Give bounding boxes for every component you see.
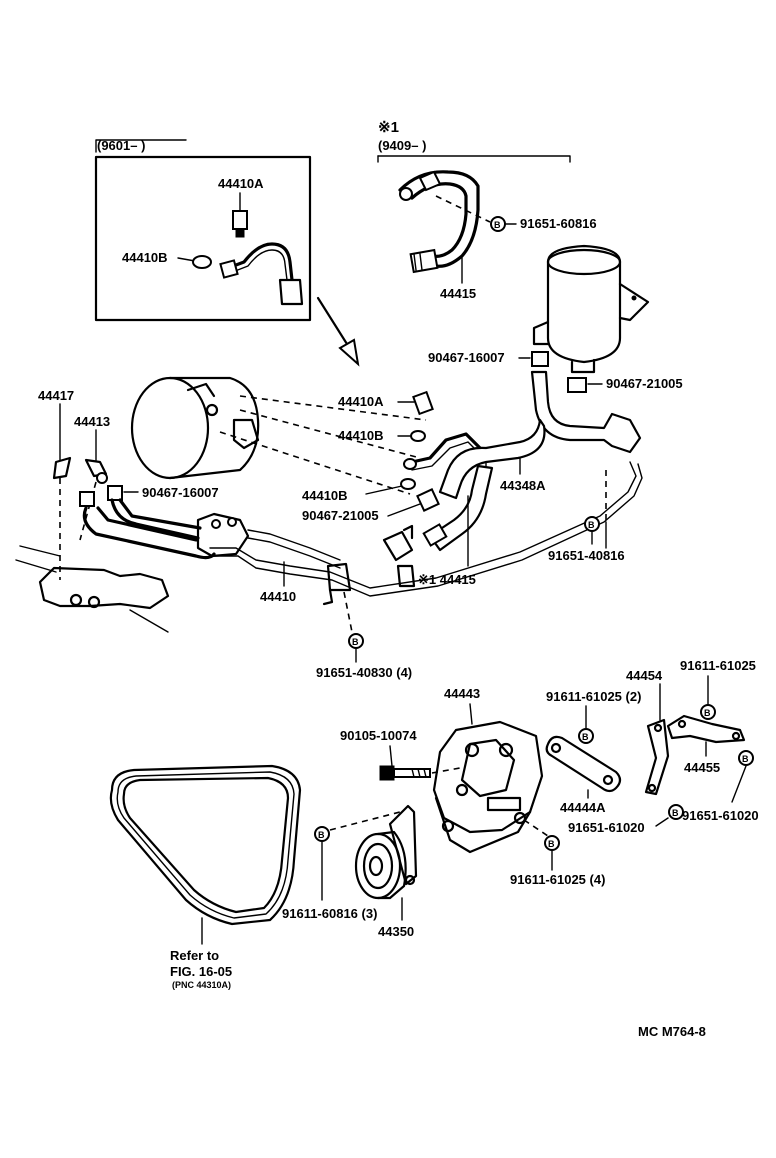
label-44410a-main: 44410A (338, 394, 384, 409)
pressure-tube-44410 (196, 461, 643, 597)
bolt-mark-91611-61025-a: B (700, 704, 716, 720)
clamp-90467-16007-top (531, 351, 549, 367)
label-44350: 44350 (378, 924, 414, 939)
refer-line2: FIG. 16-05 (170, 964, 232, 979)
inset-box: (9601– ) 44410A 44410B (94, 138, 360, 367)
adjusting-link-44444a (545, 735, 622, 793)
marker1-symbol: ※1 (378, 119, 399, 136)
svg-text:B: B (672, 808, 679, 818)
label-44444a: 44444A (560, 800, 606, 815)
bolt-mark-91611-60816: B (314, 826, 330, 842)
bolt-mark-91611-61025-c: B (544, 835, 560, 851)
label-91611-61025-c: 91611-61025 (4) (510, 872, 605, 887)
reservoir (532, 244, 650, 374)
inset-label-44410b: 44410B (122, 250, 168, 265)
label-44410b-main-b: 44410B (302, 488, 348, 503)
marker1-date-range: (9409– ) (378, 138, 426, 153)
svg-text:B: B (582, 732, 589, 742)
clamp-90467-16007-left-a (79, 491, 95, 507)
union-bolt-inset (232, 210, 248, 230)
bolt-mark-91651-60816: B (490, 216, 506, 232)
label-44410: 44410 (260, 589, 296, 604)
label-44413: 44413 (74, 414, 110, 429)
tube-clamp-b (382, 530, 414, 562)
bolt-90105-10074 (379, 765, 431, 781)
bracket-44454 (644, 718, 670, 796)
label-44455: 44455 (684, 760, 720, 775)
v-belt (109, 764, 302, 926)
pump-assembly (130, 376, 427, 495)
label-91611-60816: 91611-60816 (3) (282, 906, 377, 921)
label-44348a: 44348A (500, 478, 546, 493)
return-hose-44348a (438, 370, 642, 500)
inset-frame (94, 155, 312, 322)
label-90467-21005-mid: 90467-21005 (302, 508, 379, 523)
idler-pulley-44350 (354, 804, 418, 900)
label-44415-main: ※1 44415 (418, 572, 476, 587)
bracket-44455 (666, 714, 746, 744)
clamp-90467-21005-top (567, 377, 587, 393)
gasket-44410b-b (400, 478, 416, 490)
bolt-mark-91651-61020-a: B (738, 750, 754, 766)
pump-bracket-44443 (432, 720, 544, 854)
clamp-90467-16007-left-b (107, 485, 123, 501)
refer-line3: (PNC 44310A) (172, 980, 231, 990)
svg-text:B: B (742, 754, 749, 764)
label-90467-16007-top: 90467-16007 (428, 350, 505, 365)
bolt-mark-91651-40816: B (584, 516, 600, 532)
svg-text:B: B (704, 708, 711, 718)
label-91611-61025-a: 91611-61025 (680, 658, 756, 673)
label-44410b-main-a: 44410B (338, 428, 384, 443)
gasket-inset (192, 255, 212, 269)
label-44417: 44417 (38, 388, 74, 403)
label-44415-top: 44415 (440, 286, 476, 301)
tube-clamp-c (396, 564, 416, 588)
label-91651-61020-b: 91651-61020 (568, 820, 645, 835)
bolt-mark-91651-61020-b: B (668, 804, 684, 820)
bracket-44417 (52, 456, 72, 480)
svg-text:B: B (318, 830, 325, 840)
svg-text:B: B (588, 520, 595, 530)
label-91611-61025-b: 91611-61025 (2) (546, 689, 641, 704)
bolt-mark-91651-40830: B (348, 633, 364, 649)
label-91651-40830: 91651-40830 (4) (316, 665, 412, 680)
refer-line1: Refer to (170, 948, 219, 963)
hose-end-inset (278, 278, 304, 306)
label-90467-21005-top: 90467-21005 (606, 376, 683, 391)
steering-gear (15, 545, 170, 633)
label-91651-61020-a: 91651-61020 (682, 808, 759, 823)
svg-text:B: B (352, 637, 359, 647)
label-44443: 44443 (444, 686, 480, 701)
label-90467-16007-left: 90467-16007 (142, 485, 219, 500)
label-91651-60816-top: 91651-60816 (520, 216, 597, 231)
gasket-44410b-a (410, 430, 426, 442)
label-90105-10074: 90105-10074 (340, 728, 417, 743)
inset-date-range: (9601– ) (97, 138, 145, 153)
inset-label-44410a: 44410A (218, 176, 264, 191)
union-bolt-44410a (412, 390, 434, 416)
svg-text:B: B (548, 839, 555, 849)
tube-clamp-a (326, 562, 352, 592)
arrow-to-pump (338, 338, 360, 367)
clamp-90467-21005-mid (416, 488, 440, 512)
label-91651-40816: 91651-40816 (548, 548, 625, 563)
footer-code: MC M764-8 (638, 1024, 706, 1039)
svg-text:B: B (494, 220, 501, 230)
marker1-group: ※1 (9409– ) B 91651-60816 44415 (377, 119, 597, 301)
bolt-mark-91611-61025-b: B (578, 728, 594, 744)
label-44454: 44454 (626, 668, 663, 683)
